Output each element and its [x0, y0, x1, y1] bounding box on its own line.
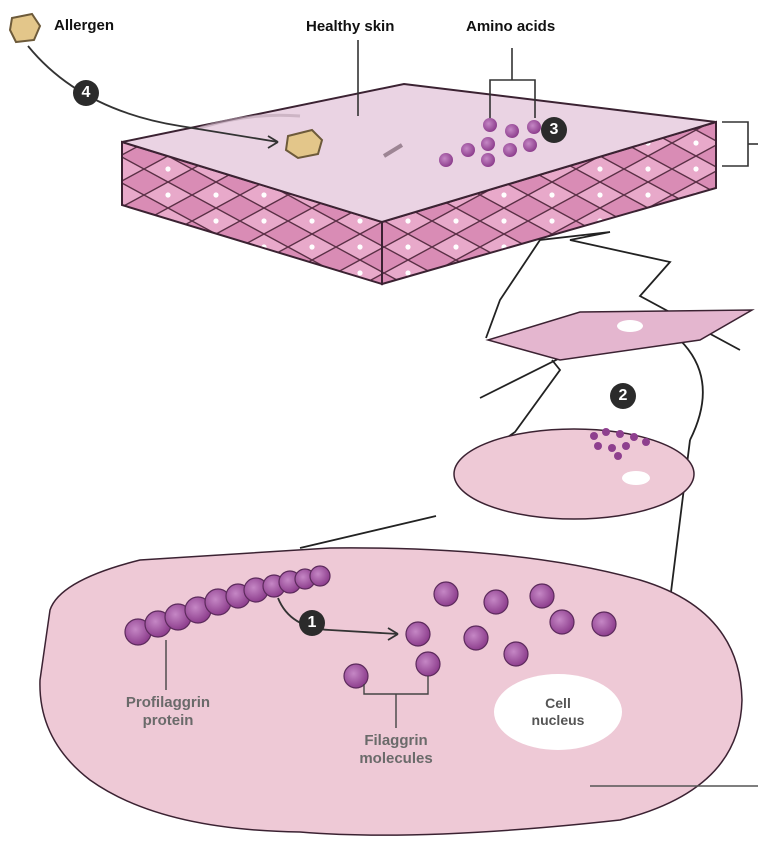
healthy-skin-label: Healthy skin	[306, 18, 394, 35]
amino-acid	[527, 120, 541, 134]
step-badge-1: 1	[299, 610, 325, 636]
filaggrin-label-line1: Filaggrin	[336, 732, 456, 750]
intermediate-cell	[454, 429, 694, 519]
allergen-label: Allergen	[54, 17, 114, 34]
large-cell	[40, 548, 742, 835]
amino-acid	[505, 124, 519, 138]
flattened-cell-nucleus	[617, 320, 643, 332]
amino-acid	[523, 138, 537, 152]
profilaggrin-label: Profilaggrin protein	[108, 694, 228, 730]
amino-acid	[481, 137, 495, 151]
layer-bracket	[722, 122, 748, 166]
intermediate-cell-nucleus	[622, 471, 650, 485]
filaggrin-label: Filaggrin molecules	[336, 732, 456, 768]
cell-nucleus-label-line1: Cell	[508, 695, 608, 712]
amino-acid	[461, 143, 475, 157]
step-badge-2: 2	[610, 383, 636, 409]
step-badge-4: 4	[73, 80, 99, 106]
amino-acid	[503, 143, 517, 157]
cell-nucleus-label-line2: nucleus	[508, 712, 608, 729]
cell-nucleus-label: Cell nucleus	[508, 695, 608, 729]
amino-acid	[481, 153, 495, 167]
filaggrin-label-line2: molecules	[336, 750, 456, 768]
step-badge-3: 3	[541, 117, 567, 143]
allergen-particle	[286, 130, 322, 158]
amino-acid	[483, 118, 497, 132]
profilaggrin-label-line2: protein	[108, 712, 228, 730]
amino-acid	[439, 153, 453, 167]
healthy-skin-block	[122, 84, 758, 284]
amino-acids-label: Amino acids	[466, 18, 555, 35]
profilaggrin-label-line1: Profilaggrin	[108, 694, 228, 712]
allergen-particle-legend	[10, 14, 40, 42]
